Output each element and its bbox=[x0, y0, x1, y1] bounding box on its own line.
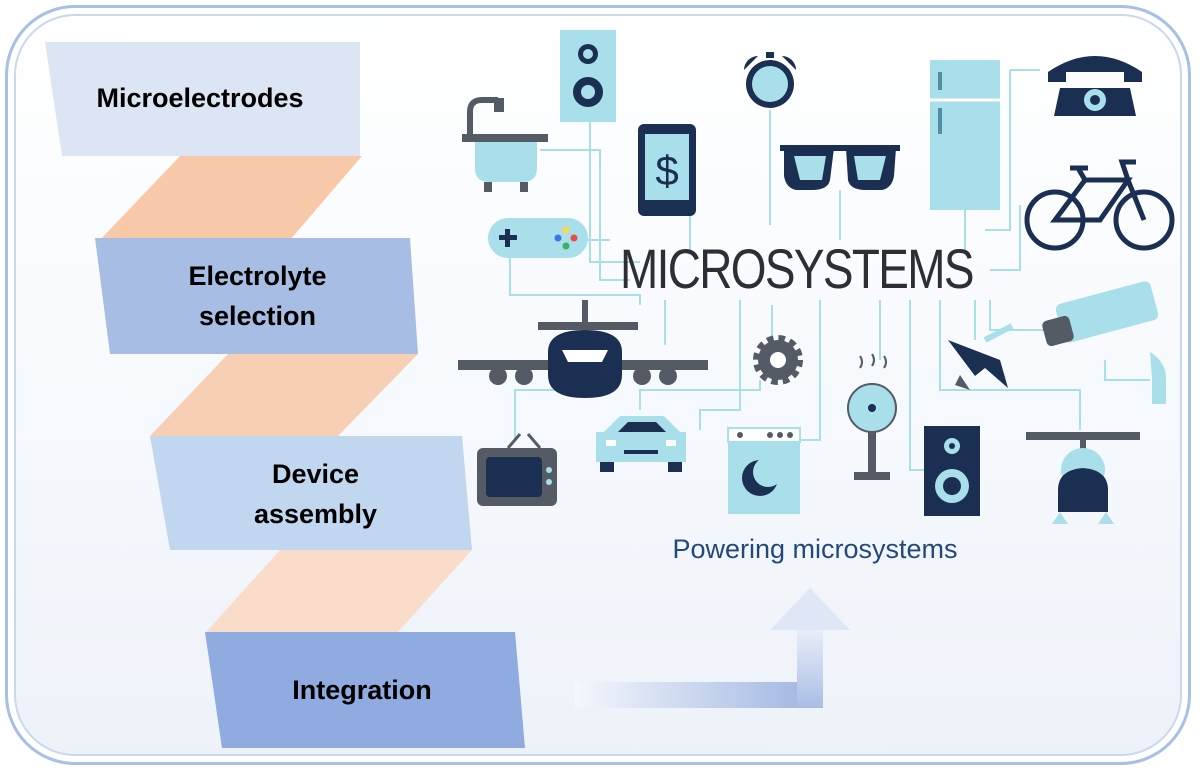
car-icon bbox=[596, 416, 686, 472]
connection-wires bbox=[509, 69, 1150, 471]
step-label-microelectrodes: Microelectrodes bbox=[96, 83, 304, 113]
step-box-1 bbox=[45, 42, 360, 156]
alarm-clock-icon bbox=[744, 52, 796, 108]
telephone-icon bbox=[1048, 56, 1142, 116]
step-box-2 bbox=[95, 238, 418, 354]
step-label-electrolyte-selection: Electrolyte selection bbox=[188, 261, 327, 331]
airplane-icon bbox=[458, 300, 708, 398]
gamepad-icon bbox=[488, 218, 588, 258]
loudspeaker-icon bbox=[924, 426, 980, 516]
gear-icon bbox=[753, 335, 803, 385]
step-box-3 bbox=[150, 436, 472, 550]
speaker-icon bbox=[560, 30, 616, 122]
step-box-4 bbox=[205, 632, 525, 748]
helicopter-robot-icon bbox=[1026, 432, 1140, 524]
security-camera-icon bbox=[1042, 281, 1166, 404]
drone-icon bbox=[948, 323, 1014, 390]
dollar-symbol: $ bbox=[655, 147, 678, 194]
caption-powering-microsystems: Powering microsystems bbox=[672, 534, 958, 564]
connector-2 bbox=[150, 354, 418, 436]
bicycle-icon bbox=[1024, 159, 1175, 251]
refrigerator-icon bbox=[930, 60, 1000, 210]
step-label-device-assembly: Device assembly bbox=[253, 459, 378, 529]
bathtub-icon bbox=[462, 97, 548, 192]
connector-3 bbox=[206, 550, 472, 632]
tv-icon bbox=[477, 433, 557, 506]
washing-machine-icon bbox=[727, 427, 801, 514]
connector-1 bbox=[100, 156, 362, 240]
arrow-icon bbox=[575, 588, 850, 708]
sunglasses-icon bbox=[780, 145, 900, 190]
step-label-integration: Integration bbox=[292, 675, 432, 705]
microsystems-title: MICROSYSTEMS bbox=[620, 237, 974, 300]
smartphone-icon: $ bbox=[638, 124, 696, 216]
desk-fan-icon bbox=[847, 353, 897, 480]
